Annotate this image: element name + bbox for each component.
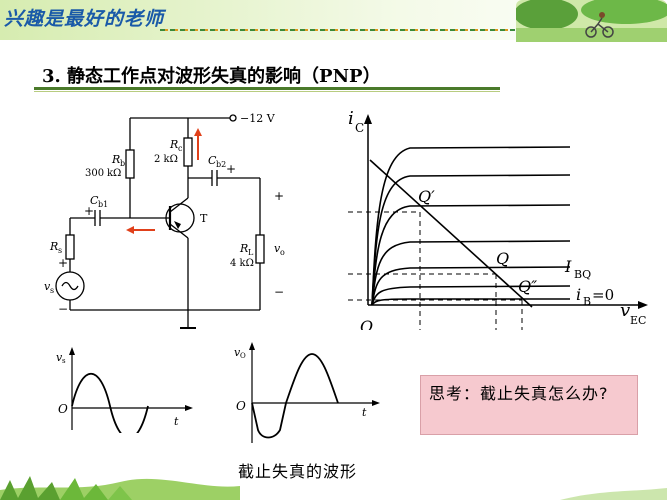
projection-lines (348, 211, 523, 330)
header-photo-image (516, 0, 667, 42)
pnp-amplifier-circuit: −12 V R b 300 kΩ R c 2 kΩ C b2 + C b1 + … (44, 112, 285, 329)
think-question-text: 思考：截止失真怎么办? (429, 384, 609, 403)
rb-sub: b (120, 159, 125, 168)
cb1-label: C (90, 194, 99, 207)
q-prime-label: Q′ (418, 187, 435, 206)
output-origin: O (236, 399, 246, 413)
rl-label: R (239, 242, 248, 255)
vs-minus: − (58, 302, 68, 316)
vo-plus: + (274, 189, 284, 203)
banner-slogan: 兴趣是最好的老师 (4, 8, 165, 30)
cb2-plus: + (226, 162, 236, 176)
ib0-sub: B (583, 295, 591, 308)
ib0-label: i (576, 285, 581, 304)
transistor-label: T (200, 212, 208, 225)
rc-label: R (169, 138, 178, 151)
vs-sub: s (50, 286, 54, 295)
input-wave-sub: s (62, 357, 66, 365)
rc-sub: c (178, 144, 183, 153)
rl-sub: L (248, 248, 254, 257)
vs-label: v (44, 280, 51, 293)
q-double-prime-label: Q″ (518, 277, 537, 296)
x-axis-sub: EC (630, 314, 646, 327)
output-wave-label: v (234, 346, 241, 359)
x-axis-label: v (620, 300, 630, 321)
y-axis-sub: C (355, 121, 364, 135)
ibq-label: I (564, 257, 572, 276)
output-time-label: t (362, 406, 367, 419)
current-arrow-icon (194, 128, 202, 160)
characteristic-curves (371, 146, 571, 306)
input-origin: O (58, 402, 68, 416)
rb-value-1: 300 (85, 168, 104, 179)
footer-grass-decoration (0, 476, 667, 500)
load-line (369, 159, 533, 308)
rc-value: 2 kΩ (154, 154, 178, 165)
cb1-plus: + (84, 204, 94, 218)
slide-title: 3. 静态工作点对波形失真的影响（PNP） (42, 66, 381, 87)
waveform-caption: 截止失真的波形 (238, 462, 358, 481)
cb2-label: C (208, 154, 217, 167)
x-axis-arrow-icon (638, 301, 648, 309)
input-wave-label: v (56, 351, 63, 364)
rs-sub: s (58, 246, 62, 255)
output-wave-sub: O (240, 352, 246, 360)
think-question-box: 思考：截止失真怎么办? (420, 375, 638, 435)
vs-plus: + (58, 256, 68, 270)
title-underline (34, 87, 500, 92)
input-time-label: t (174, 415, 179, 428)
vo-sub: o (280, 248, 285, 257)
rb-label: R (111, 153, 120, 166)
y-axis-arrow-icon (364, 114, 372, 124)
cb2-sub: b2 (216, 160, 226, 169)
input-waveform: v s O t (56, 347, 193, 433)
cb1-sub: b1 (98, 200, 108, 209)
y-axis-label: i (348, 108, 354, 129)
ibq-sub: BQ (574, 268, 591, 281)
rb-value-2: kΩ (107, 168, 121, 179)
supply-label: −12 V (240, 112, 276, 125)
ib0-tail: =0 (592, 286, 614, 304)
output-characteristic-graph: i C v EC O Q′ Q Q″ I BQ i B =0 (348, 108, 648, 330)
base-current-arrow-icon (126, 226, 155, 234)
vo-minus: − (274, 285, 284, 299)
vo-label: v (274, 242, 281, 255)
origin-label: O (360, 317, 373, 330)
rl-value: 4 kΩ (230, 258, 254, 269)
output-waveform: v O O t (234, 342, 380, 443)
rs-label: R (49, 240, 58, 253)
q-label: Q (496, 249, 509, 268)
